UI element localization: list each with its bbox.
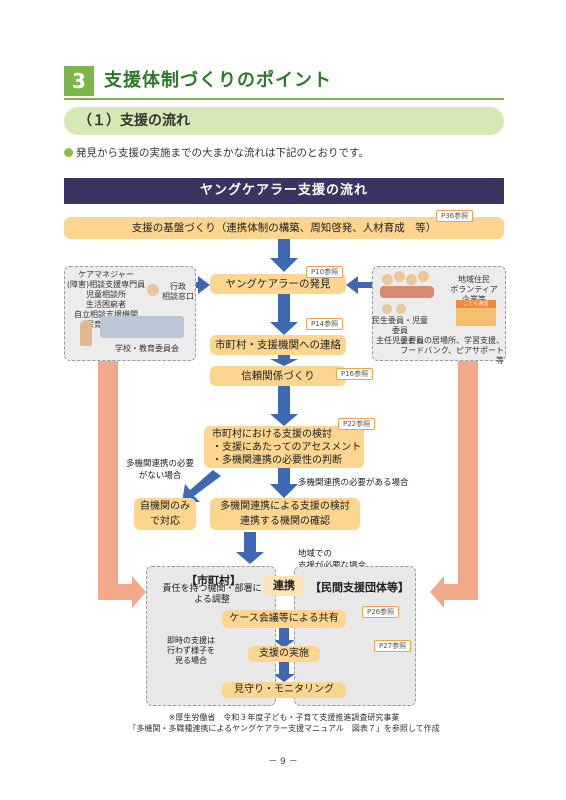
arrow-down-3	[270, 355, 298, 366]
step-implement-label: 支援の実施	[259, 648, 309, 659]
arrow-down-1	[270, 237, 298, 272]
residents-crowd-icon	[380, 270, 436, 300]
arrow-down-2	[270, 292, 298, 335]
note-need: 多機関連携の必要がある場合	[298, 478, 409, 488]
step-contact: 市町村・支援機関への連絡	[210, 335, 346, 355]
bullet-icon	[64, 148, 73, 157]
ref-review: P22参照	[338, 418, 376, 430]
arrow-down-5	[270, 466, 298, 498]
subsection-title: （１）支援の流れ	[78, 113, 190, 129]
multi-line-2: 連携する機関の確認	[240, 516, 330, 527]
subsection-band	[64, 107, 504, 135]
step-contact-label: 市町村・支援機関への連絡	[215, 339, 341, 351]
arrow-down-6	[236, 532, 264, 564]
step-multi: 多機関連携による支援の検討 連携する機関の確認	[210, 498, 360, 530]
step-discovery: ヤングケアラーの発見	[210, 274, 346, 294]
residents-label: 地域住民 ボランティア 企業等	[450, 275, 498, 304]
ref-discovery: P10参照	[306, 266, 344, 278]
footnote-line-2: 「多機関・多職種連携によるヤングケアラー支援マニュアル 図表７」を参照して作成	[128, 724, 440, 733]
ref-case: P26参照	[362, 606, 400, 618]
arrow-case-impl	[273, 628, 295, 648]
footnote: ※厚生労働省 令和３年度子ども・子育て支援推進調査研究事業 「多機関・多職種連携…	[64, 712, 504, 734]
self-line-2: で対応	[150, 516, 180, 527]
step-trust: 信頼関係づくり	[210, 366, 346, 386]
commissioner-icon-2	[396, 304, 406, 314]
review-line-2: ・支援にあたってのアセスメント	[212, 442, 362, 453]
ref-trust: P16参照	[336, 368, 374, 380]
teacher-icon	[80, 320, 92, 346]
arrow-impl-watch	[273, 662, 295, 682]
commissioner-icon-1	[382, 304, 392, 314]
school-building-icon	[100, 316, 184, 338]
step-discovery-label: ヤングケアラーの発見	[225, 278, 331, 290]
review-line-3: ・多機関連携の必要性の判断	[212, 455, 342, 466]
multi-line-1: 多機関連携による支援の検討	[220, 501, 350, 512]
salmon-arrow-left	[98, 356, 146, 608]
page-number: － 9 －	[268, 757, 298, 767]
step-self: 自機関のみ で対応	[134, 498, 196, 530]
section-title: 支援体制づくりのポイント	[104, 70, 332, 91]
arrow-down-4	[270, 386, 298, 426]
step-review: 市町村における支援の検討 ・支援にあたってのアセスメント ・多機関連携の必要性の…	[204, 426, 364, 468]
section-rule	[64, 98, 504, 100]
note-interim: 即時の支援は 行わず様子を 見る場合	[167, 636, 215, 665]
shop-sign: こども食堂	[456, 300, 496, 308]
municipality-desc: 責任を持つ機関・部署に よる調整	[162, 584, 262, 605]
commissioners-label: 民生委員・児童委員 主任児童委員	[372, 316, 428, 345]
ref-contact: P14参照	[306, 318, 344, 330]
school-label: 学校・教育委員会	[115, 344, 179, 353]
salmon-arrow-right	[430, 356, 478, 608]
ref-implement: P27参照	[374, 640, 412, 652]
step-base-label: 支援の基盤づくり（連携体制の構築、周知啓発、人材育成 等）	[131, 222, 437, 234]
step-trust-label: 信頼関係づくり	[241, 370, 315, 382]
admin-person-icon	[147, 284, 159, 296]
ref-base: P36参照	[436, 210, 474, 222]
intro-text: 発見から支援の実施までの大まかな流れは下記のとおりです。	[64, 145, 369, 160]
arrow-left-discovery	[346, 276, 372, 294]
municipality-title: 【市町村】	[186, 574, 241, 587]
admin-window: 行政 相談窓口	[162, 282, 194, 301]
shop-icon: こども食堂	[456, 300, 496, 326]
link-label: 連携	[273, 579, 295, 592]
review-line-1: 市町村における支援の検討	[212, 429, 332, 440]
link-badge: 連携	[264, 576, 304, 596]
diagram-title: ヤングケアラー支援の流れ	[64, 178, 504, 204]
step-watch: 見守り・モニタリング	[222, 682, 346, 698]
step-implement: 支援の実施	[248, 646, 320, 662]
intro-label: 発見から支援の実施までの大まかな流れは下記のとおりです。	[76, 147, 369, 159]
self-line-1: 自機関のみ	[140, 501, 190, 512]
step-case-label: ケース会議等による共有	[229, 613, 339, 624]
step-watch-label: 見守り・モニタリング	[234, 684, 334, 695]
note-no-need: 多機関連携の必要 がない場合	[125, 459, 194, 481]
step-base: 支援の基盤づくり（連携体制の構築、周知啓発、人材育成 等）	[64, 217, 504, 239]
private-title: 【民間支援団体等】	[310, 581, 409, 594]
places-label: 子どもの居場所、学習支援、 フードバンク、ピアサポート等	[400, 336, 504, 365]
step-case: ケース会議等による共有	[222, 610, 346, 628]
footnote-line-1: ※厚生労働省 令和３年度子ども・子育て支援推進調査研究事業	[168, 713, 400, 722]
arrow-diag-left	[182, 470, 221, 502]
section-number: 3	[64, 66, 94, 96]
